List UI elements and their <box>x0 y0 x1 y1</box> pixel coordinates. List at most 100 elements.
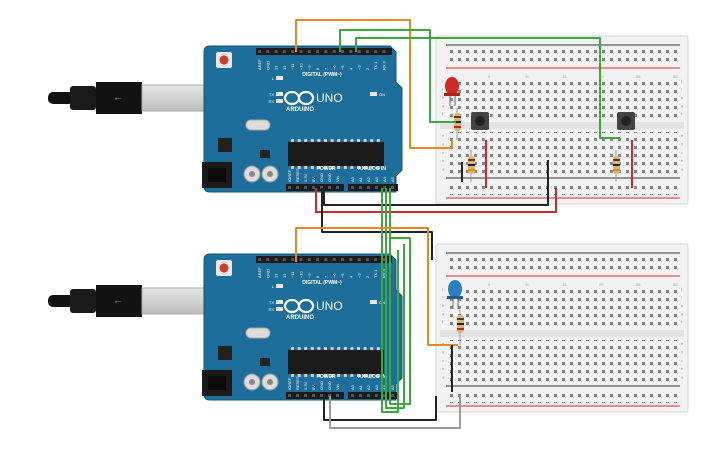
header-pin[interactable] <box>316 50 320 53</box>
header-pin[interactable] <box>357 258 361 261</box>
header-pin[interactable] <box>332 50 336 53</box>
header-pin[interactable] <box>316 258 320 261</box>
header-pin[interactable] <box>336 394 339 397</box>
header-pin[interactable] <box>375 394 378 397</box>
header-pin[interactable] <box>341 258 344 261</box>
resistor-button-1[interactable] <box>468 150 475 182</box>
wire-green-link-1[interactable] <box>381 188 399 413</box>
wire-black-bottom[interactable] <box>323 396 437 421</box>
wire-green-link-2[interactable] <box>385 188 405 409</box>
digital-pin-label: 2 <box>365 275 370 278</box>
row-letter: e <box>681 341 684 346</box>
header-pin[interactable] <box>383 394 386 397</box>
header-pin[interactable] <box>291 258 295 261</box>
header-pin[interactable] <box>258 258 261 261</box>
digital-pin-label: GND <box>265 61 270 70</box>
header-pin[interactable] <box>299 50 303 53</box>
header-pin[interactable] <box>374 50 378 53</box>
blue-led[interactable] <box>447 280 463 309</box>
analog-label: ANALOG IN <box>358 166 386 172</box>
header-pin[interactable] <box>282 258 286 261</box>
header-pin[interactable] <box>359 186 362 189</box>
usb-cable-bottom[interactable]: ⭠ <box>48 285 213 317</box>
header-pin[interactable] <box>349 258 353 261</box>
resistor-button-2[interactable] <box>613 150 620 182</box>
header-pin[interactable] <box>383 186 386 189</box>
header-pin[interactable] <box>307 50 311 53</box>
pushbutton-2[interactable] <box>617 112 635 130</box>
wire-black-link[interactable] <box>321 188 433 260</box>
header-pin[interactable] <box>296 186 299 189</box>
header-pin[interactable] <box>307 258 311 261</box>
wire-gray-bottom[interactable] <box>329 396 461 429</box>
header-pin[interactable] <box>382 50 386 53</box>
header-pin[interactable] <box>274 50 278 53</box>
wire-black-top[interactable] <box>323 160 549 206</box>
usb-plug-body <box>70 86 96 110</box>
header-pin[interactable] <box>299 258 303 261</box>
header-pin[interactable] <box>258 50 261 53</box>
red-led[interactable] <box>444 77 460 106</box>
header-pin[interactable] <box>324 258 328 261</box>
wire-green-top-1[interactable] <box>339 29 456 123</box>
row-letter: c <box>681 358 683 363</box>
resistor-led-bottom[interactable] <box>457 310 464 345</box>
pushbutton-1[interactable] <box>471 112 489 130</box>
header-pin[interactable] <box>391 394 394 397</box>
wires[interactable] <box>295 19 633 429</box>
led-label-tx: TX <box>269 92 274 97</box>
wire-green-top-2[interactable] <box>355 37 620 139</box>
header-pin[interactable] <box>382 258 386 261</box>
header-pin[interactable] <box>312 186 315 189</box>
header-pin[interactable] <box>357 50 361 53</box>
header-pin[interactable] <box>320 394 323 397</box>
header-pin[interactable] <box>288 394 291 397</box>
header-pin[interactable] <box>266 50 270 53</box>
header-pin[interactable] <box>328 394 331 397</box>
header-pin[interactable] <box>359 394 362 397</box>
header-pin[interactable] <box>266 258 270 261</box>
header-pin[interactable] <box>365 50 369 53</box>
header-pin[interactable] <box>391 186 394 189</box>
digital-header <box>256 48 392 55</box>
header-pin[interactable] <box>351 186 354 189</box>
header-pin[interactable] <box>351 394 354 397</box>
wire-green-link-3[interactable] <box>389 188 411 405</box>
header-pin[interactable] <box>374 258 378 261</box>
row-letter: i <box>442 86 443 91</box>
header-pin[interactable] <box>296 394 299 397</box>
header-pin[interactable] <box>328 186 331 189</box>
header-pin[interactable] <box>341 50 344 53</box>
header-pin[interactable] <box>304 394 307 397</box>
header-pin[interactable] <box>304 186 307 189</box>
power-pin-label: 5V <box>311 385 316 390</box>
header-pin[interactable] <box>288 186 291 189</box>
header-pin[interactable] <box>274 258 278 261</box>
wire-orange-bottom[interactable] <box>295 227 458 346</box>
header-pin[interactable] <box>291 50 295 53</box>
wire-red-top[interactable] <box>315 188 557 213</box>
header-pin[interactable] <box>332 258 336 261</box>
header-pin[interactable] <box>375 186 378 189</box>
wire-orange-top[interactable] <box>295 19 453 149</box>
header-pin[interactable] <box>282 50 286 53</box>
header-pin[interactable] <box>365 258 369 261</box>
header-pin[interactable] <box>367 186 370 189</box>
header-pin[interactable] <box>320 186 323 189</box>
header-pin[interactable] <box>312 394 315 397</box>
header-pin[interactable] <box>349 50 353 53</box>
header-pin[interactable] <box>336 186 339 189</box>
header-pin[interactable] <box>324 50 328 53</box>
usb-cable-top[interactable]: ⭠ <box>48 82 213 114</box>
header-pin[interactable] <box>367 394 370 397</box>
chip-leg <box>370 166 374 169</box>
row-letter: d <box>442 141 444 146</box>
power-pin-label: IOREF <box>287 377 292 390</box>
resistor-led-top[interactable] <box>454 108 461 140</box>
